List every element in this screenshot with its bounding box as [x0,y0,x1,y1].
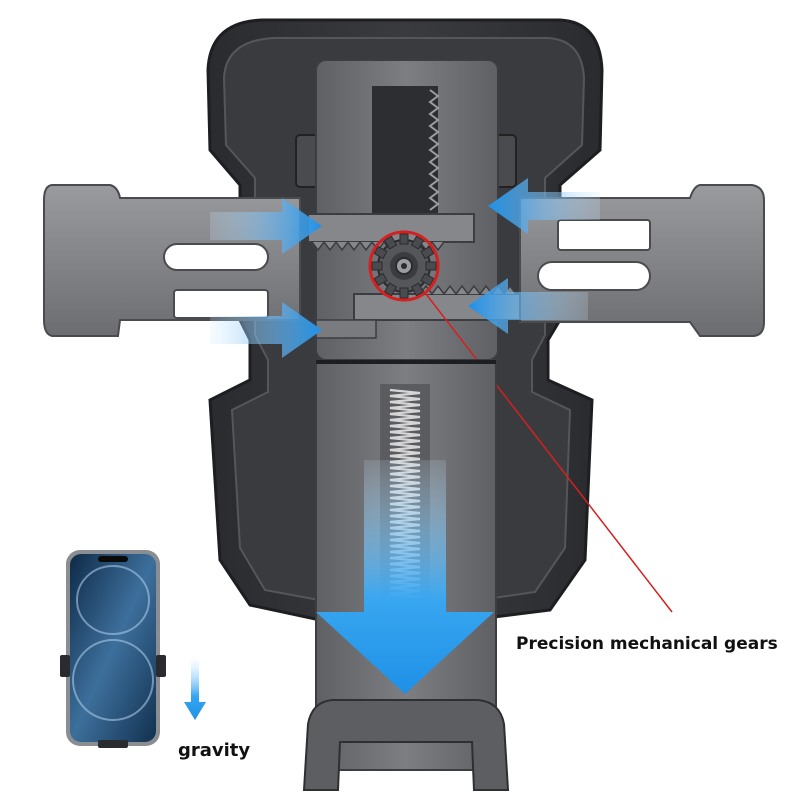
right-arm-slot-upper [557,219,651,251]
gear-icon [371,233,437,299]
arrow-right-icon [210,302,322,358]
arrow-left-icon [488,178,600,234]
gears-label: Precision mechanical gears [516,634,778,654]
gravity-arrow-large [316,460,494,694]
gear-callout-line [425,293,673,613]
vertical-rack-teeth [428,89,440,211]
right-arm-slot-lower [537,261,651,291]
rail-inner-channel [372,86,438,216]
left-arm-slot-upper [163,243,269,271]
gravity-label: gravity [178,740,251,761]
gear-highlight-circle [368,230,440,302]
arrow-left-icon [468,278,588,334]
arrow-down-icon [184,660,206,720]
phone-icon [60,550,166,748]
arrow-right-icon [210,198,322,254]
left-arm-slot-lower [173,289,269,319]
bottom-hook [302,699,510,791]
rack-connector [315,319,377,339]
